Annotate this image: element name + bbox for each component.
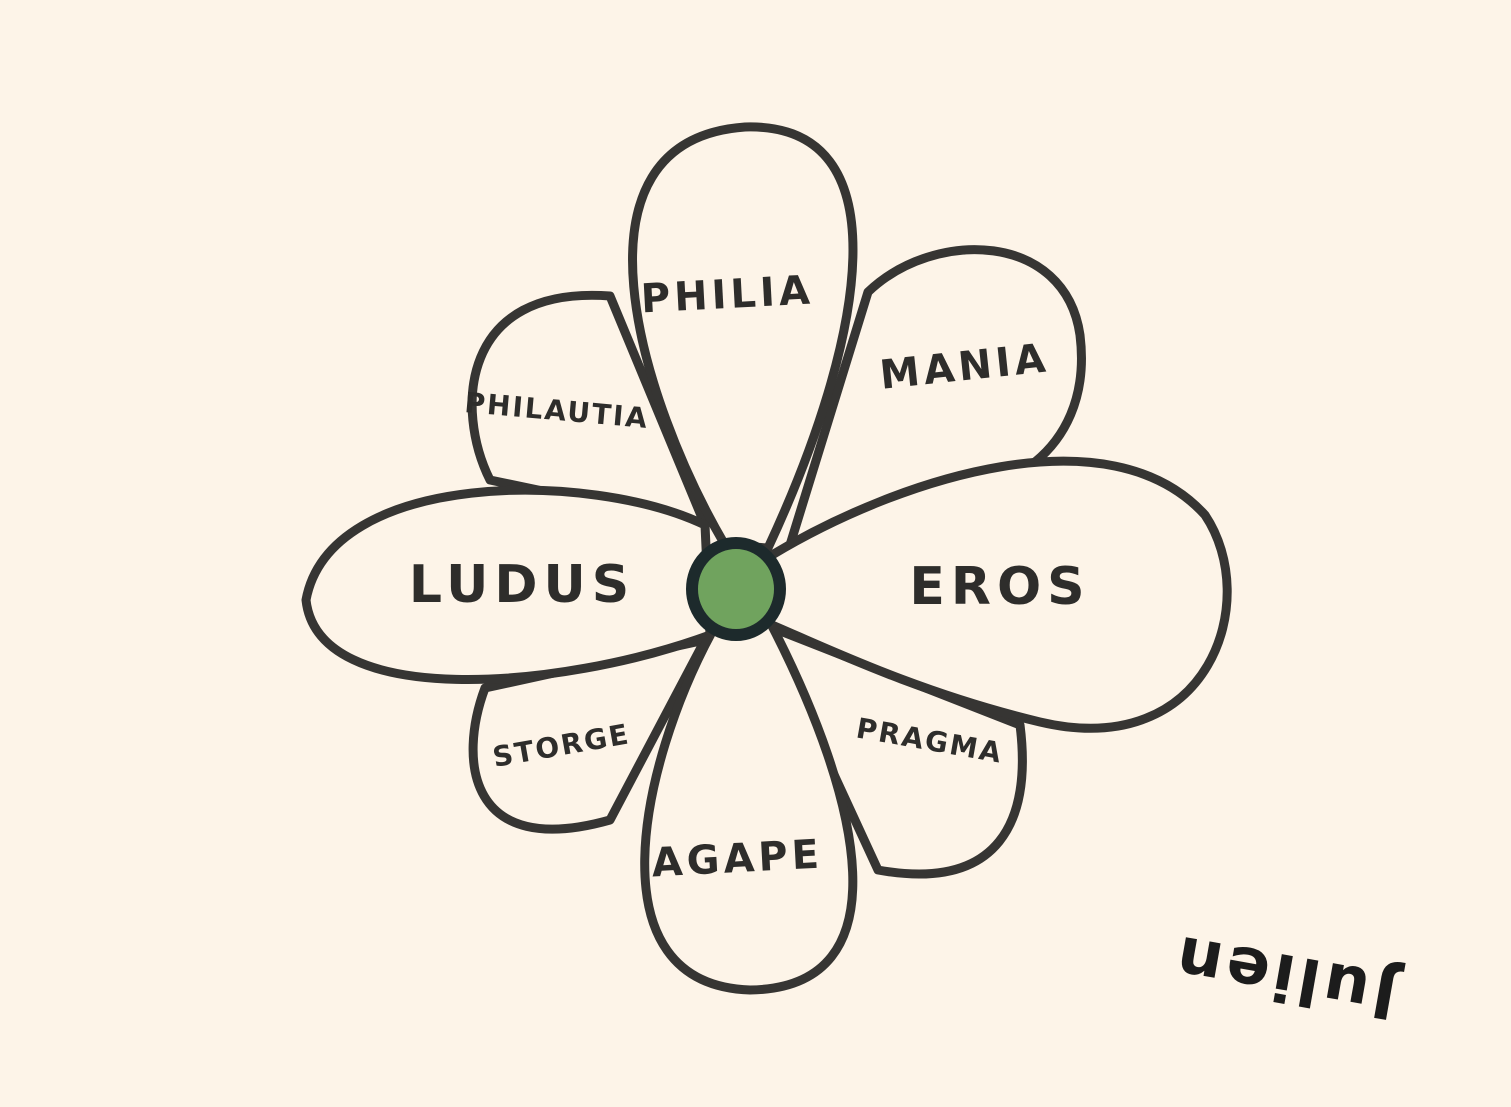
petal-pragma: [760, 620, 1027, 879]
label-philia: PHILIA: [640, 268, 815, 323]
label-eros: EROS: [909, 557, 1090, 617]
petal-philia: [628, 122, 858, 553]
label-ludus: LUDUS: [409, 555, 635, 615]
petal-storge: [468, 635, 710, 834]
petal-agape: [640, 617, 858, 995]
signature: Julien: [1167, 920, 1407, 1033]
label-agape: AGAPE: [651, 832, 825, 887]
petal-ludus: [301, 485, 715, 685]
signature-text: Julien: [1167, 920, 1407, 1033]
petal-philautia: [467, 290, 710, 530]
petal-eros: [760, 456, 1232, 733]
petal-mania: [785, 245, 1086, 550]
flower-center: [686, 537, 786, 641]
